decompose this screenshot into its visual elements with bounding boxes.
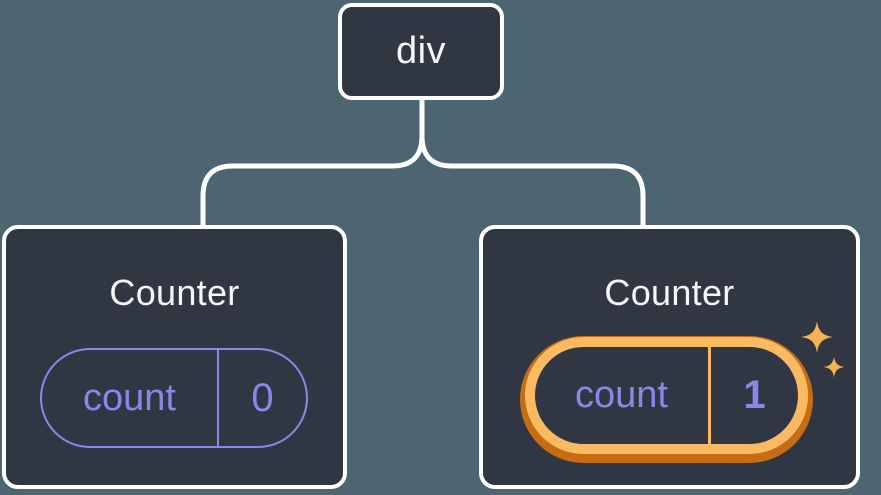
state-key-right: count bbox=[575, 374, 668, 416]
node-label-div: div bbox=[395, 30, 447, 72]
sparkle-small bbox=[823, 356, 845, 378]
pill-divider-left bbox=[217, 350, 219, 446]
sparkle-large bbox=[801, 321, 833, 353]
state-pill-left: count 0 bbox=[40, 348, 308, 448]
node-title-counter-left: Counter bbox=[109, 272, 240, 313]
state-pill-right-highlighted: count 1 bbox=[525, 337, 808, 454]
pill-divider-right bbox=[708, 347, 711, 444]
node-title-counter-right: Counter bbox=[604, 272, 735, 313]
tree-edge-right bbox=[419, 97, 646, 228]
state-key-left: count bbox=[83, 376, 176, 419]
state-value-left: 0 bbox=[251, 375, 274, 420]
sparkles-icon bbox=[801, 321, 845, 378]
tree-node-counter-right: Counter count 1 bbox=[479, 225, 860, 489]
state-value-right: 1 bbox=[743, 373, 766, 417]
tree-node-div: div bbox=[338, 3, 504, 100]
tree-node-counter-left: Counter count 0 bbox=[2, 225, 347, 489]
tree-edge-left bbox=[200, 97, 425, 228]
